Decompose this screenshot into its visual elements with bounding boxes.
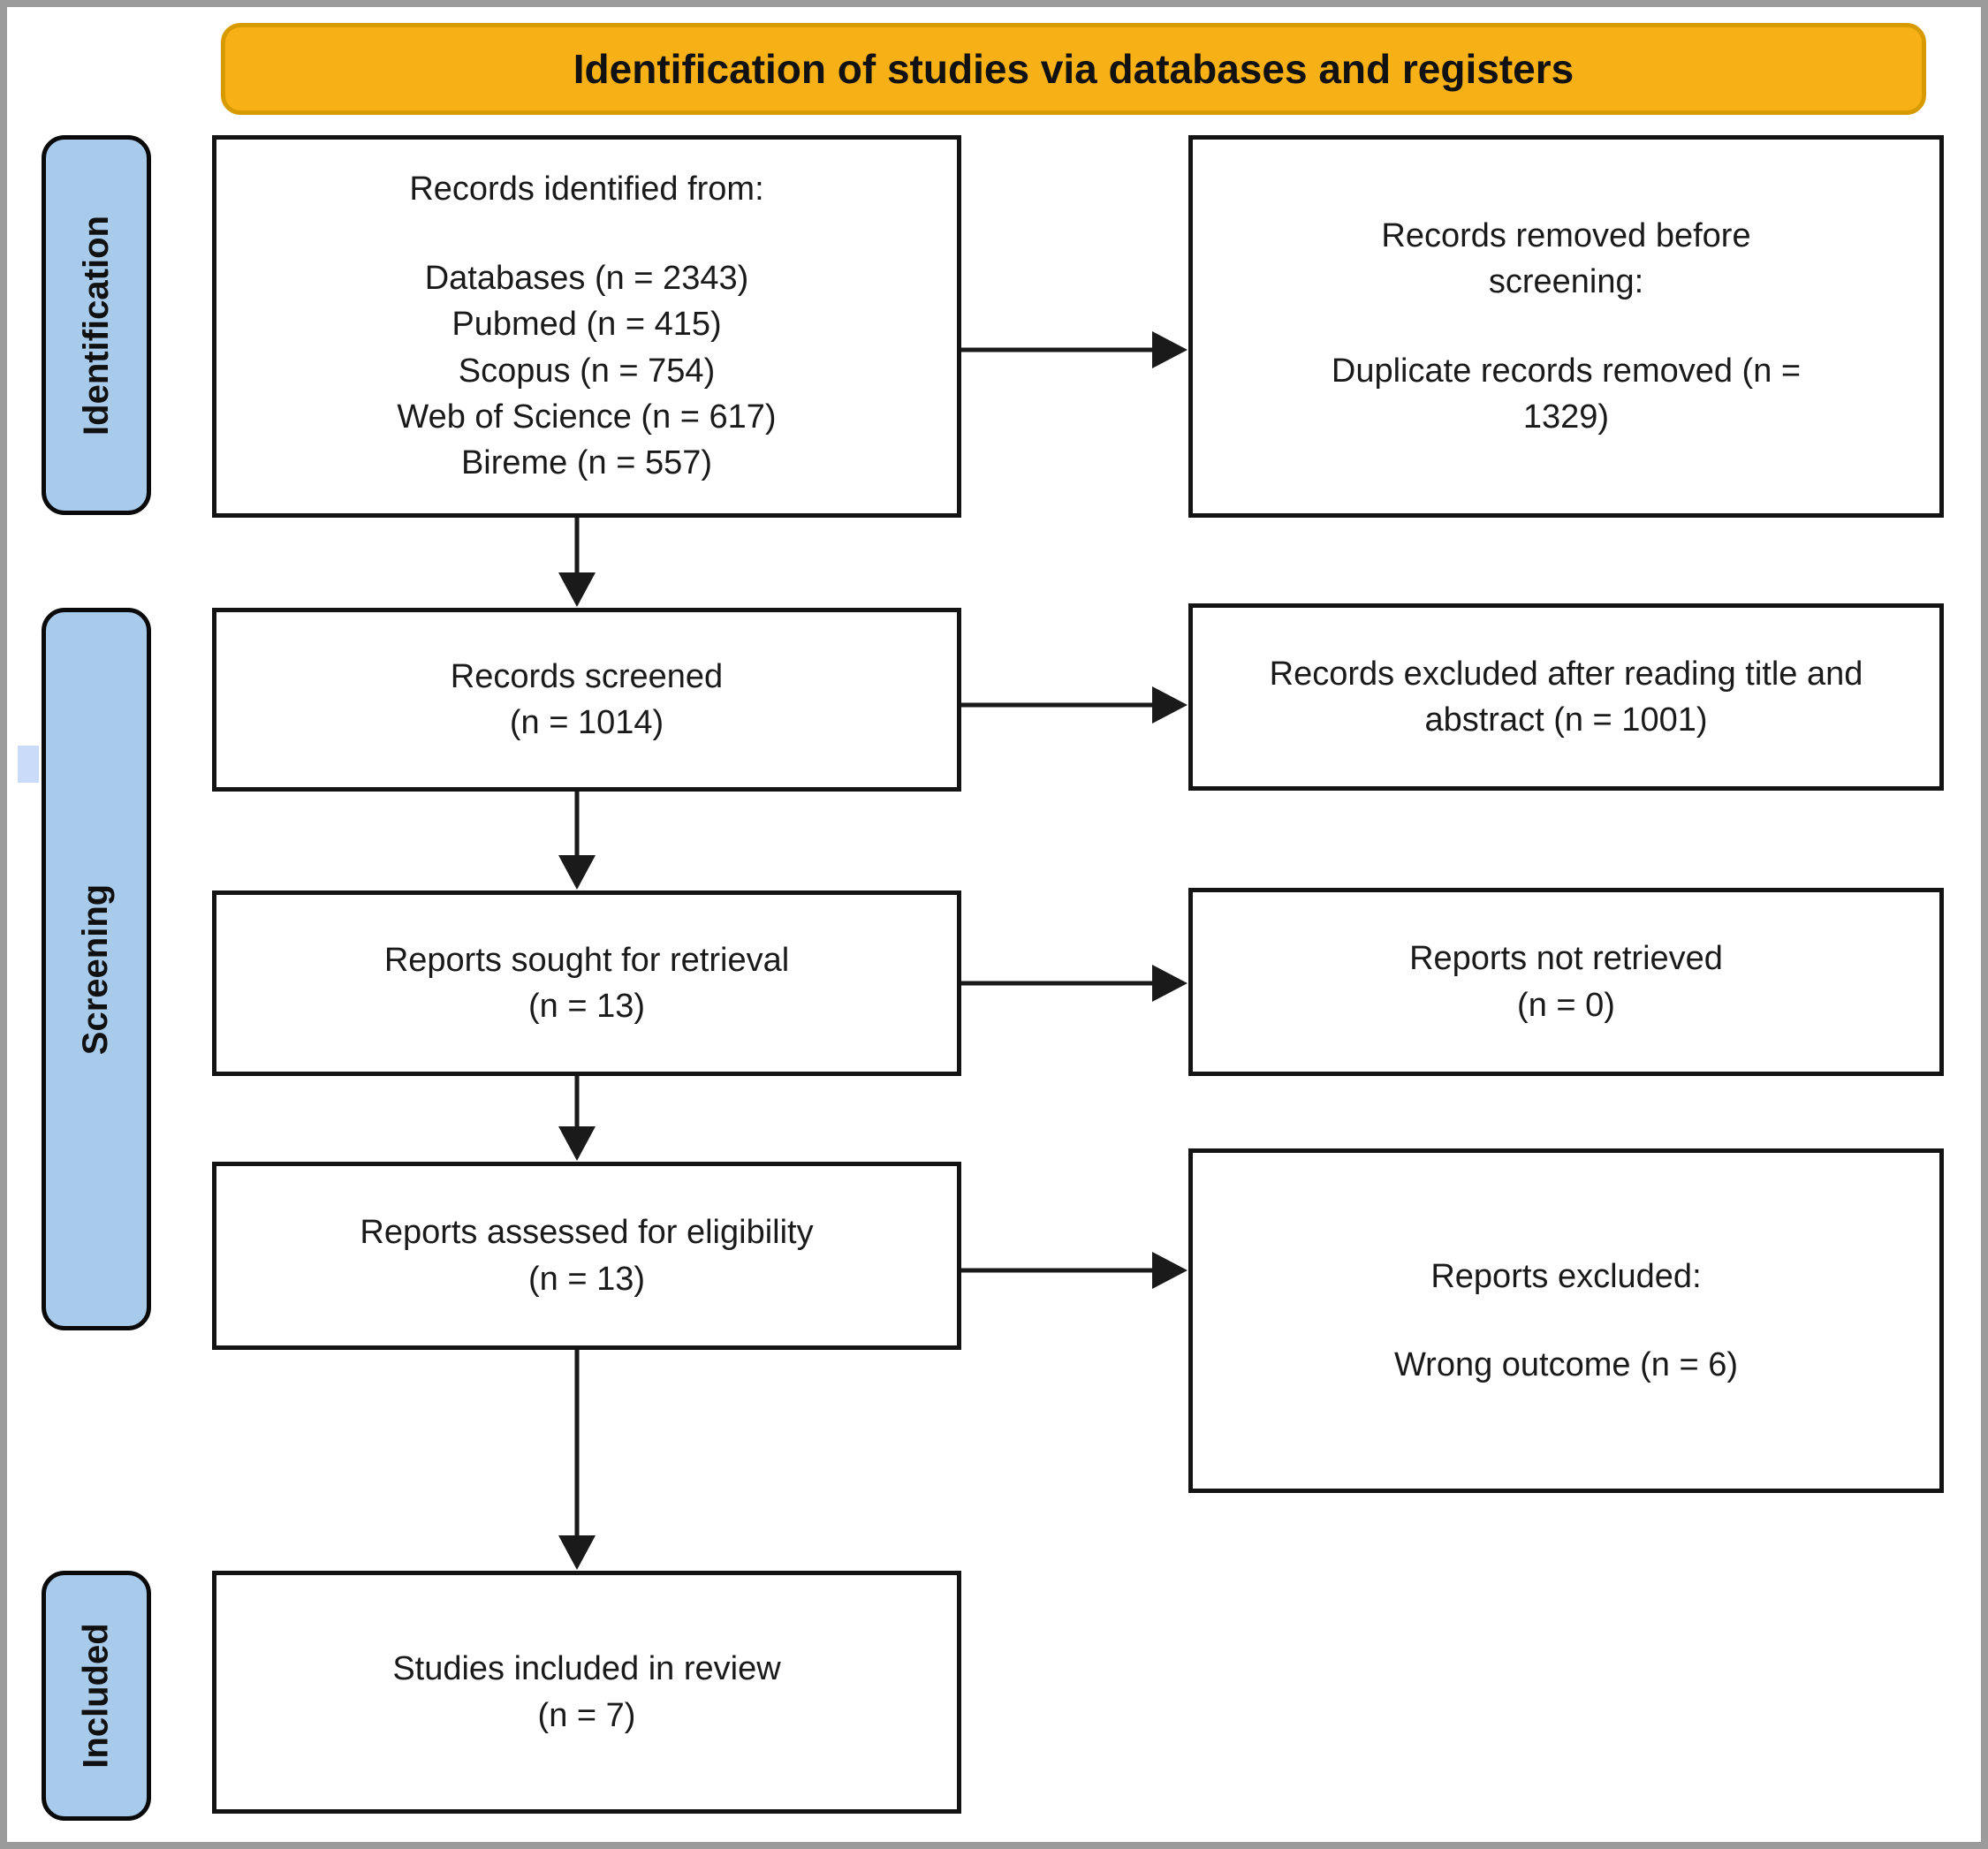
- records-screened-label: Records screened: [450, 657, 724, 695]
- records-screened-count: (n = 1014): [509, 704, 664, 741]
- box-records-excluded: Records excluded after reading title and…: [1188, 603, 1944, 791]
- records-identified-item-databases: Databases (n = 2343): [424, 259, 749, 297]
- stage-label-screening-text: Screening: [76, 883, 116, 1055]
- records-identified-item-wos: Web of Science (n = 617): [397, 398, 777, 436]
- diagram-title-banner: Identification of studies via databases …: [221, 23, 1926, 115]
- reports-assessed-label: Reports assessed for eligibility: [360, 1214, 814, 1252]
- reports-not-retrieved-label: Reports not retrieved: [1409, 940, 1723, 978]
- diagram-title: Identification of studies via databases …: [573, 46, 1574, 92]
- arrow-sought-to-assessed: [558, 1076, 596, 1161]
- box-reports-sought: Reports sought for retrieval (n = 13): [212, 890, 961, 1076]
- box-records-screened: Records screened (n = 1014): [212, 608, 961, 792]
- reports-sought-label: Reports sought for retrieval: [383, 941, 790, 979]
- arrow-assessed-to-included: [558, 1350, 596, 1570]
- box-reports-assessed: Reports assessed for eligibility (n = 13…: [212, 1162, 961, 1350]
- arrow-screened-to-sought: [558, 792, 596, 890]
- records-identified-item-scopus: Scopus (n = 754): [458, 352, 716, 390]
- stage-label-identification: Identification: [42, 135, 151, 515]
- records-removed-body: Duplicate records removed (n = 1329): [1331, 352, 1802, 436]
- stage-label-included-text: Included: [76, 1623, 116, 1769]
- studies-included-count: (n = 7): [537, 1696, 636, 1734]
- box-reports-excluded: Reports excluded: Wrong outcome (n = 6): [1188, 1148, 1944, 1493]
- reports-sought-count: (n = 13): [527, 988, 646, 1025]
- box-reports-not-retrieved: Reports not retrieved (n = 0): [1188, 888, 1944, 1076]
- box-records-identified: Records identified from: Databases (n = …: [212, 135, 961, 518]
- arrow-identified-to-removed: [961, 331, 1187, 368]
- arrow-identified-to-screened: [558, 518, 596, 607]
- stage-label-included: Included: [42, 1571, 151, 1821]
- arrow-screened-to-excluded: [961, 686, 1187, 724]
- stage-label-identification-text: Identification: [76, 215, 116, 436]
- reports-excluded-title: Reports excluded:: [1430, 1257, 1702, 1295]
- records-removed-title: Records removed before screening:: [1381, 216, 1751, 301]
- records-identified-item-bireme: Bireme (n = 557): [460, 444, 713, 482]
- reports-excluded-body: Wrong outcome (n = 6): [1394, 1346, 1738, 1383]
- box-studies-included: Studies included in review (n = 7): [212, 1571, 961, 1814]
- reports-not-retrieved-count: (n = 0): [1517, 986, 1615, 1024]
- records-identified-title: Records identified from:: [409, 171, 764, 208]
- records-excluded-label: Records excluded after reading title and…: [1269, 655, 1863, 739]
- stray-blue-mark: [18, 746, 39, 783]
- box-records-removed: Records removed before screening: Duplic…: [1188, 135, 1944, 518]
- arrow-assessed-to-reports-excluded: [961, 1252, 1187, 1289]
- arrow-sought-to-not-retrieved: [961, 965, 1187, 1002]
- stage-label-screening: Screening: [42, 608, 151, 1330]
- reports-assessed-count: (n = 13): [527, 1260, 646, 1298]
- records-identified-item-pubmed: Pubmed (n = 415): [451, 306, 722, 344]
- studies-included-label: Studies included in review: [392, 1650, 781, 1688]
